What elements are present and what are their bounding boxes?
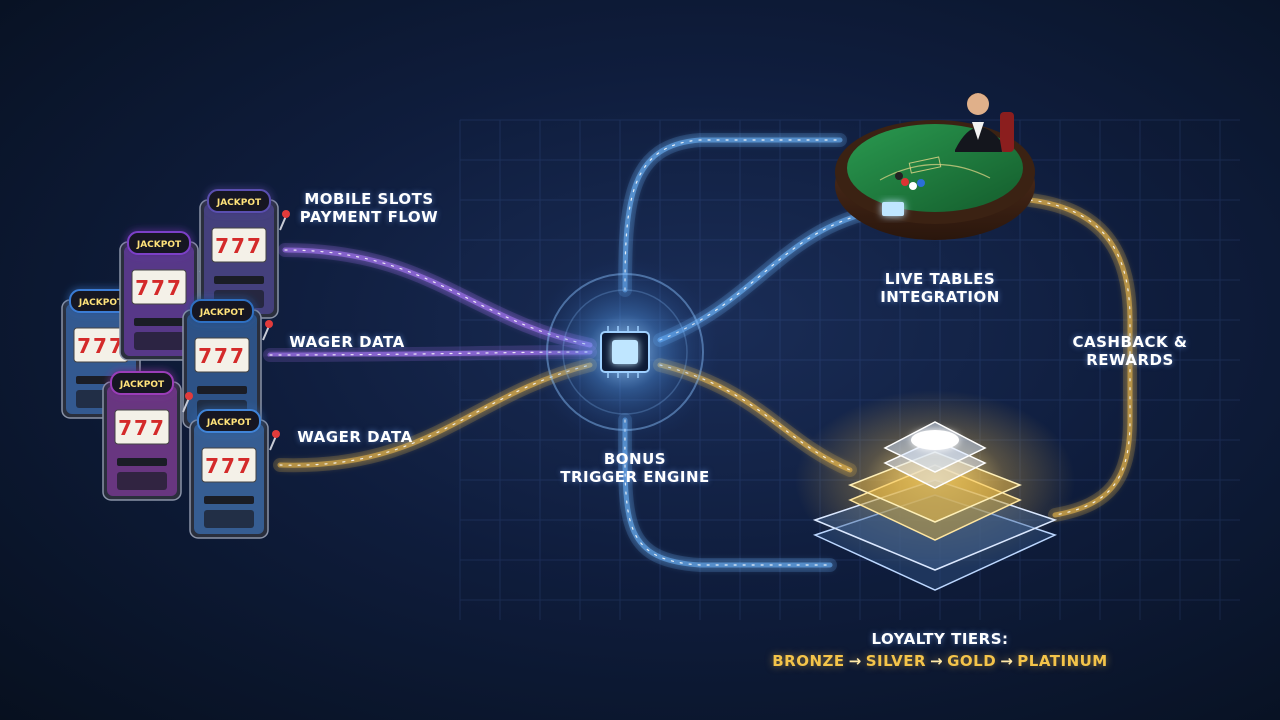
slot-jackpot-sign: JACKPOT [199, 308, 245, 318]
cashback-label-line2: REWARDS [1086, 351, 1174, 369]
bonus-engine-label-line2: TRIGGER ENGINE [560, 468, 710, 486]
live-tables-label-line1: LIVE TABLES [884, 270, 996, 288]
wager-data-label-bottom: WAGER DATA [297, 428, 413, 446]
dealer-icon [955, 93, 1014, 152]
slot-jackpot-sign: JACKPOT [136, 240, 182, 250]
slot-reels: 777 [215, 234, 263, 258]
slot-reels: 777 [205, 454, 253, 478]
table-port-icon [882, 202, 904, 216]
slot-reels: 777 [198, 344, 246, 368]
slot-jackpot-sign: JACKPOT [216, 198, 262, 208]
tier-arrow: → [1000, 652, 1014, 670]
tier-bronze: BRONZE [772, 652, 845, 670]
mobile-slots-label-line1: MOBILE SLOTS [304, 190, 434, 208]
loyalty-tiers-sequence: BRONZE→SILVER→GOLD→PLATINUM [760, 652, 1120, 670]
mobile-slots-label-line2: PAYMENT FLOW [299, 208, 439, 226]
flow-path-particles [279, 364, 591, 466]
bonus-engine-label: BONUS TRIGGER ENGINE [555, 450, 715, 486]
loyalty-pyramid-icon [795, 390, 1075, 591]
slot-machine-icon: JACKPOT 777 [199, 189, 290, 319]
flow-path [1027, 197, 1133, 518]
chip-icon [600, 326, 650, 378]
slot-machine-icon: JACKPOT 777 [189, 409, 280, 539]
slot-machine-icon: JACKPOT 777 [119, 231, 210, 361]
slot-jackpot-sign: JACKPOT [206, 418, 252, 428]
cashback-label: CASHBACK & REWARDS [1065, 333, 1195, 369]
tier-silver: SILVER [865, 652, 927, 670]
slot-reels: 777 [118, 416, 166, 440]
slot-jackpot-sign: JACKPOT [119, 380, 165, 390]
slot-reels: 777 [77, 334, 125, 358]
flow-path-particles [624, 419, 831, 566]
flow-path [622, 137, 843, 293]
tier-gold: GOLD [947, 652, 997, 670]
slot-reels: 777 [135, 276, 183, 300]
slot-jackpot-sign: JACKPOT [78, 298, 124, 308]
bonus-engine-label-line1: BONUS [603, 450, 667, 468]
cashback-label-line1: CASHBACK & [1072, 333, 1188, 351]
slot-machines-cluster: JACKPOT777JACKPOT777JACKPOT777JACKPOT777… [61, 189, 290, 539]
live-tables-label: LIVE TABLES INTEGRATION [865, 270, 1015, 306]
tier-arrow: → [848, 652, 862, 670]
live-tables-label-line2: INTEGRATION [880, 288, 1000, 306]
flow-path-particles [269, 351, 591, 356]
live-table-icon [835, 93, 1035, 240]
tier-arrow: → [930, 652, 944, 670]
tier-platinum: PLATINUM [1017, 652, 1108, 670]
poker-chips-icon [895, 172, 925, 190]
slot-machine-icon: JACKPOT 777 [182, 299, 273, 429]
slot-machine-icon: JACKPOT 777 [102, 371, 193, 501]
bonus-trigger-core [530, 257, 720, 447]
mobile-slots-label: MOBILE SLOTS PAYMENT FLOW [294, 190, 444, 226]
loyalty-tiers-title: LOYALTY TIERS: [871, 630, 1009, 648]
wager-data-label-top: WAGER DATA [289, 333, 405, 351]
